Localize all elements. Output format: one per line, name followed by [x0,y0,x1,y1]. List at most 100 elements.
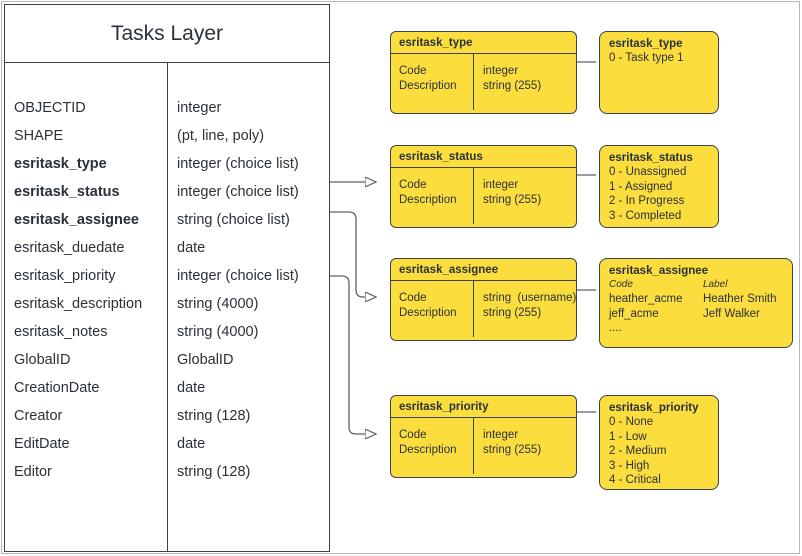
domain-box-esritask-priority: esritask_priority 0 - None 1 - Low 2 - M… [599,395,719,490]
domain-value: 2 - In Progress [609,195,685,207]
choice-table-body: Code Description integer string (255) [391,54,576,110]
field-type: date [177,240,206,256]
choice-table-left-column: Code Description [399,65,457,92]
domain-box-title: esritask_type [609,38,683,50]
choice-table-esritask-assignee: esritask_assignee Code Description strin… [390,258,577,341]
choice-table-right-column: integer string (255) [483,65,542,92]
choice-table-body: Code Description integer string (255) [391,418,576,474]
field-name: esritask_duedate [14,240,125,256]
field-type: (pt, line, poly) [177,128,265,144]
field-row: Creator string (128) [5,402,329,430]
field-type: date [177,380,206,396]
choice-table-esritask-priority: esritask_priority Code Description integ… [390,395,577,478]
field-type: string (128) [177,464,251,480]
choice-table-left-column: Code Description [399,429,457,456]
domain-box-title: esritask_priority [609,402,699,414]
field-name: esritask_status [14,184,120,200]
domain-box-esritask-type: esritask_type 0 - Task type 1 [599,31,719,114]
field-row: esritask_description string (4000) [5,290,329,318]
choice-table-divider [473,54,475,110]
domain-label-header: Label [703,279,728,290]
domain-box-title: esritask_status [609,152,693,164]
domain-value: 4 - Critical [609,474,661,486]
field-name: SHAPE [14,128,64,144]
choice-table-right-column: integer string (255) [483,429,542,456]
field-row: esritask_priority integer (choice list) [5,262,329,290]
choice-table-divider [473,168,475,224]
choice-table-body: Code Description string (username) strin… [391,281,576,337]
field-type: string (128) [177,408,251,424]
field-type: GlobalID [177,352,234,368]
choice-table-header: esritask_type [391,32,576,54]
field-row: esritask_duedate date [5,234,329,262]
field-row: esritask_status integer (choice list) [5,178,329,206]
choice-table-right-column: integer string (255) [483,179,542,206]
domain-label: Jeff Walker [703,307,760,320]
field-row: GlobalID GlobalID [5,346,329,374]
field-row: Editor string (128) [5,458,329,486]
field-type: integer [177,100,222,116]
column-divider [167,63,168,551]
domain-box-esritask-assignee: esritask_assignee Code Label heather_acm… [599,258,793,348]
field-name: Creator [14,408,63,424]
domain-value-row: .... [609,321,784,336]
domain-code: heather_acme [609,293,683,305]
tasks-layer-body: OBJECTID integer SHAPE (pt, line, poly) … [5,63,329,551]
field-row: CreationDate date [5,374,329,402]
field-name: Editor [14,464,52,480]
page-title: Tasks Layer [5,5,329,63]
domain-code-header: Code [609,279,633,290]
field-type: date [177,436,206,452]
domain-code: .... [609,322,622,334]
choice-table-left-column: Code Description [399,292,457,319]
field-name: GlobalID [14,352,71,368]
choice-table-divider [473,281,475,337]
domain-value: 1 - Assigned [609,180,673,193]
domain-value-row: jeff_acme Jeff Walker [609,307,784,322]
choice-table-right-column: string (username) string (255) [483,292,577,319]
field-type: integer (choice list) [177,156,299,172]
field-row: esritask_notes string (4000) [5,318,329,346]
domain-code: jeff_acme [609,307,659,320]
field-name: esritask_description [14,296,143,312]
field-row: esritask_assignee string (choice list) [5,206,329,234]
domain-value: 0 - Task type 1 [609,52,684,64]
field-name: esritask_type [14,156,107,172]
field-type: integer (choice list) [177,268,299,284]
field-row: SHAPE (pt, line, poly) [5,122,329,150]
choice-table-header: esritask_status [391,146,576,168]
domain-value: 3 - Completed [609,209,682,222]
domain-header-row: Code Label [609,278,784,292]
domain-value: 0 - Unassigned [609,166,687,178]
domain-value-row: heather_acme Heather Smith [609,292,784,307]
domain-value: 0 - None [609,416,654,428]
domain-value: 1 - Low [609,430,647,443]
field-list: OBJECTID integer SHAPE (pt, line, poly) … [5,63,329,486]
domain-box-esritask-status: esritask_status 0 - Unassigned 1 - Assig… [599,145,719,228]
choice-table-body: Code Description integer string (255) [391,168,576,224]
field-type: integer (choice list) [177,184,299,200]
choice-table-header: esritask_assignee [391,259,576,281]
field-type: string (choice list) [177,212,290,228]
field-row: OBJECTID integer [5,94,329,122]
domain-value: 2 - Medium [609,445,667,457]
choice-table-esritask-type: esritask_type Code Description integer s… [390,31,577,114]
domain-value: 3 - High [609,459,650,472]
choice-table-divider [473,418,475,474]
field-type: string (4000) [177,324,259,340]
tasks-layer-table: Tasks Layer OBJECTID integer SHAPE (pt, … [4,4,330,552]
field-type: string (4000) [177,296,259,312]
field-name: OBJECTID [14,100,86,116]
choice-table-header: esritask_priority [391,396,576,418]
field-row: EditDate date [5,430,329,458]
field-name: CreationDate [14,380,100,396]
domain-label: Heather Smith [703,293,777,305]
choice-table-esritask-status: esritask_status Code Description integer… [390,145,577,228]
choice-table-left-column: Code Description [399,179,457,206]
field-row: esritask_type integer (choice list) [5,150,329,178]
field-name: esritask_notes [14,324,108,340]
field-name: esritask_priority [14,268,116,284]
domain-box-title: esritask_assignee [609,265,709,277]
field-name: EditDate [14,436,70,452]
